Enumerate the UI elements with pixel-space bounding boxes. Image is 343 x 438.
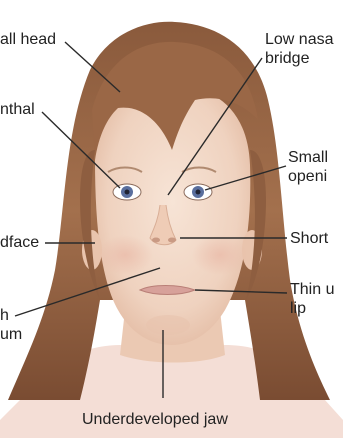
label-philtrum-line2: um	[0, 325, 22, 344]
label-midface: dface	[0, 233, 39, 252]
label-thin-lip-line2: lip	[290, 299, 334, 318]
label-philtrum: h um	[0, 306, 22, 344]
right-cheek	[192, 235, 248, 275]
chin	[146, 315, 190, 335]
label-underdeveloped-jaw-text: Underdeveloped jaw	[82, 410, 228, 429]
label-philtrum-line1: h	[0, 306, 22, 325]
label-epicanthal-text: nthal	[0, 100, 35, 119]
label-thin-lip-line1: Thin u	[290, 280, 334, 299]
label-low-nasal-bridge-line2: bridge	[265, 49, 334, 68]
label-underdeveloped-jaw: Underdeveloped jaw	[82, 410, 228, 429]
label-epicanthal: nthal	[0, 100, 35, 119]
label-low-nasal-bridge: Low nasa bridge	[265, 30, 334, 68]
label-small-head: all head	[0, 30, 56, 49]
label-small-opening: Small openi	[288, 148, 328, 186]
label-low-nasal-bridge-line1: Low nasa	[265, 30, 334, 49]
label-midface-text: dface	[0, 233, 39, 252]
label-small-opening-line1: Small	[288, 148, 328, 167]
label-small-opening-line2: openi	[288, 167, 328, 186]
left-cheek	[97, 235, 153, 275]
label-thin-lip: Thin u lip	[290, 280, 334, 318]
label-small-head-text: all head	[0, 30, 56, 49]
label-short-nose-text: Short	[290, 229, 328, 248]
label-short-nose: Short	[290, 229, 328, 248]
